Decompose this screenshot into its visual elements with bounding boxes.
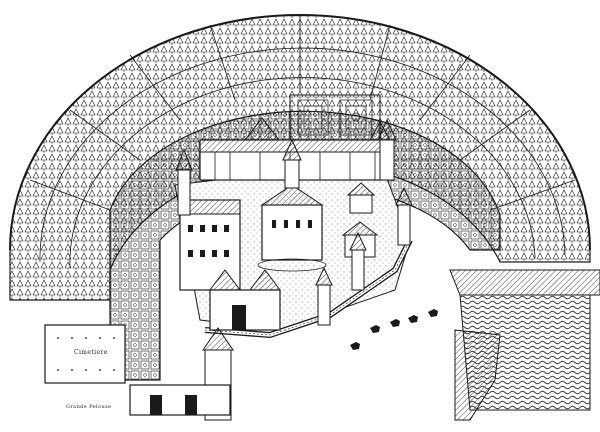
cemetery-label: Cimetiere	[74, 349, 108, 356]
wall-towers	[175, 118, 413, 326]
curtain-wall	[175, 118, 413, 339]
horsemen	[350, 309, 438, 350]
cemetery-enclosure	[44, 324, 126, 384]
south-entrance	[129, 384, 231, 416]
grounds-label: Grande Pelouse	[66, 404, 112, 410]
central-keep	[257, 138, 327, 272]
river	[449, 269, 600, 421]
